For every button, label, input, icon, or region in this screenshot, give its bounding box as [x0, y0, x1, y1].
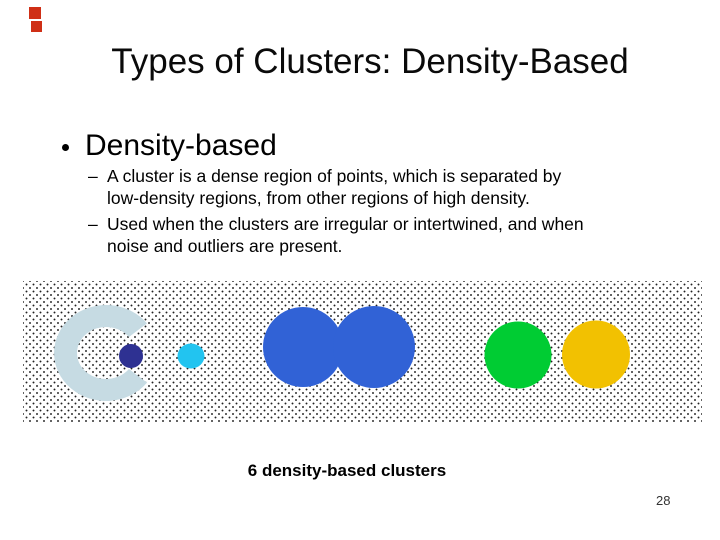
- cluster-gold-circle: [562, 320, 630, 389]
- cluster-figure: [23, 281, 702, 422]
- bullet-label: Density-based: [85, 129, 277, 162]
- sub-bullet-text: A cluster is a dense region of points, w…: [107, 166, 562, 208]
- page-title: Types of Clusters: Density-Based: [111, 42, 629, 81]
- bullet-dot-icon: [62, 144, 69, 151]
- cluster-navy-dot: [119, 344, 143, 368]
- cluster-shapes: [54, 305, 630, 401]
- figure-caption: 6 density-based clusters: [247, 461, 447, 480]
- cluster-cyan-dot: [177, 343, 205, 369]
- dash-marker: –: [88, 214, 98, 234]
- sub-bullet-item: – Used when the clusters are irregular o…: [88, 213, 663, 257]
- cluster-pale-blue-arc: [54, 305, 147, 401]
- red-artifact-mark: [29, 7, 41, 19]
- sub-bullet-item: – A cluster is a dense region of points,…: [88, 165, 663, 209]
- sub-bullet-list: – A cluster is a dense region of points,…: [88, 165, 663, 257]
- cluster-green-circle: [484, 321, 552, 389]
- bullet-item-density-based: Density-based: [62, 131, 277, 161]
- red-artifact-mark: [31, 21, 42, 32]
- cluster-blue-blob-right: [333, 306, 415, 388]
- page-number: 28: [656, 493, 671, 508]
- sub-bullet-text: Used when the clusters are irregular or …: [107, 214, 584, 256]
- dash-marker: –: [88, 166, 98, 186]
- cluster-blue-blob-left: [263, 307, 343, 387]
